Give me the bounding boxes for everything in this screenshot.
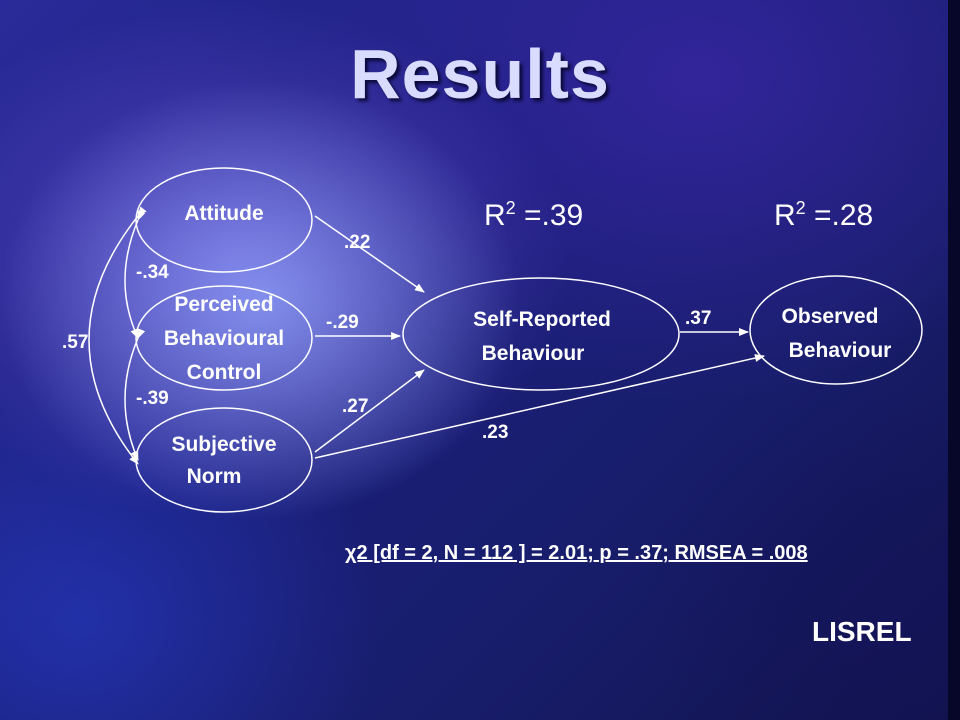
srb-label-line1: Self-Reported (473, 308, 611, 331)
coef-pbc-srb: -.29 (326, 312, 359, 333)
coef-pbc-sn: -.39 (136, 388, 169, 409)
path-attitude-to-srb (314, 215, 425, 293)
node-observed (749, 275, 923, 385)
fit-statistics: χ2 [df = 2, N = 112 ] = 2.01; p = .37; R… (345, 542, 808, 564)
slide-edge-strip (948, 0, 960, 720)
coef-srb-ob: .37 (685, 308, 711, 329)
slide-title: Results (350, 35, 610, 113)
software-label: LISREL (812, 616, 912, 647)
ob-label-line1: Observed (782, 305, 879, 328)
coef-attitude-srb: .22 (344, 232, 370, 253)
sn-label-line1: Subjective (171, 433, 276, 456)
coef-attitude-sn: .57 (62, 332, 88, 353)
ob-label-line2: Behaviour (789, 339, 892, 362)
attitude-label: Attitude (184, 202, 263, 225)
pbc-label-line2: Behavioural (164, 327, 284, 350)
sn-label-line2: Norm (187, 465, 242, 488)
r2-observed: R2 =.28 (774, 198, 874, 232)
r2-self-reported: R2 =.39 (484, 198, 584, 232)
srb-label-line2: Behaviour (482, 342, 585, 365)
pbc-label-line3: Control (187, 361, 262, 384)
path-sn-to-ob (314, 354, 765, 459)
node-self-reported (402, 277, 680, 391)
path-sn-to-srb (314, 369, 425, 453)
coef-sn-ob: .23 (482, 422, 508, 443)
node-subjective-norm (135, 407, 313, 513)
pbc-label-line1: Perceived (174, 293, 273, 316)
coef-sn-srb: .27 (342, 396, 368, 417)
corr-attitude-sn (88, 206, 147, 465)
coef-attitude-pbc: -.34 (136, 262, 169, 283)
